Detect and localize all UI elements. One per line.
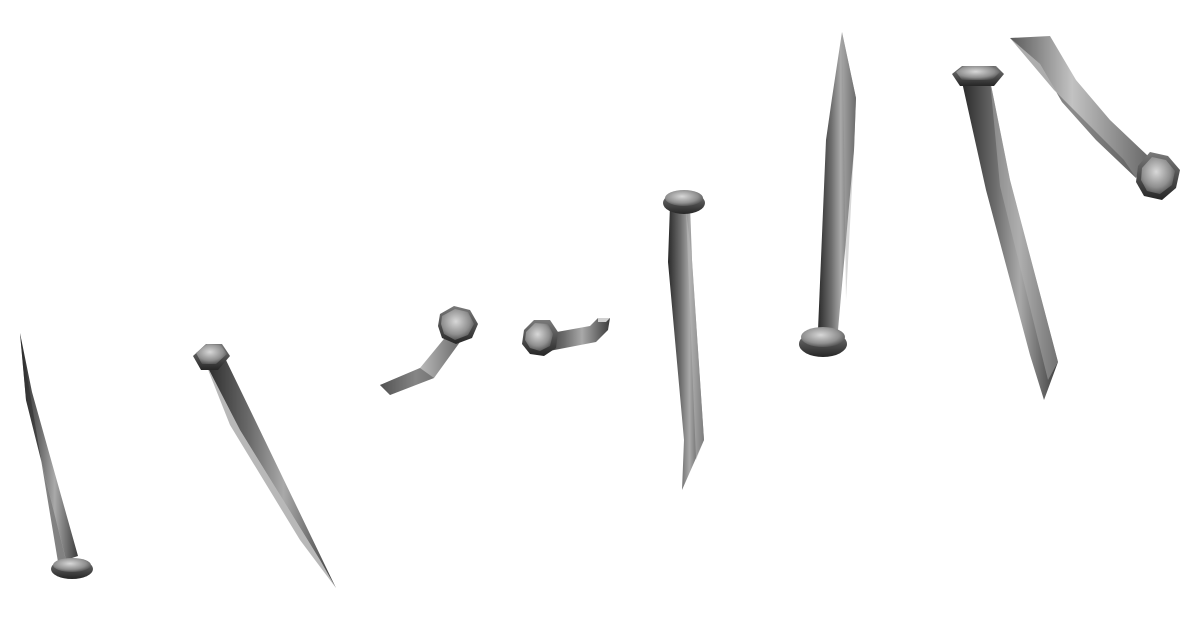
nail-7 <box>952 66 1058 400</box>
nail-4 <box>522 318 610 356</box>
nail-2 <box>193 344 336 588</box>
nail-5 <box>663 190 705 490</box>
nail-1 <box>20 333 93 579</box>
nail-6 <box>799 32 856 357</box>
nail-8 <box>1010 36 1180 200</box>
nail-3 <box>380 306 478 395</box>
